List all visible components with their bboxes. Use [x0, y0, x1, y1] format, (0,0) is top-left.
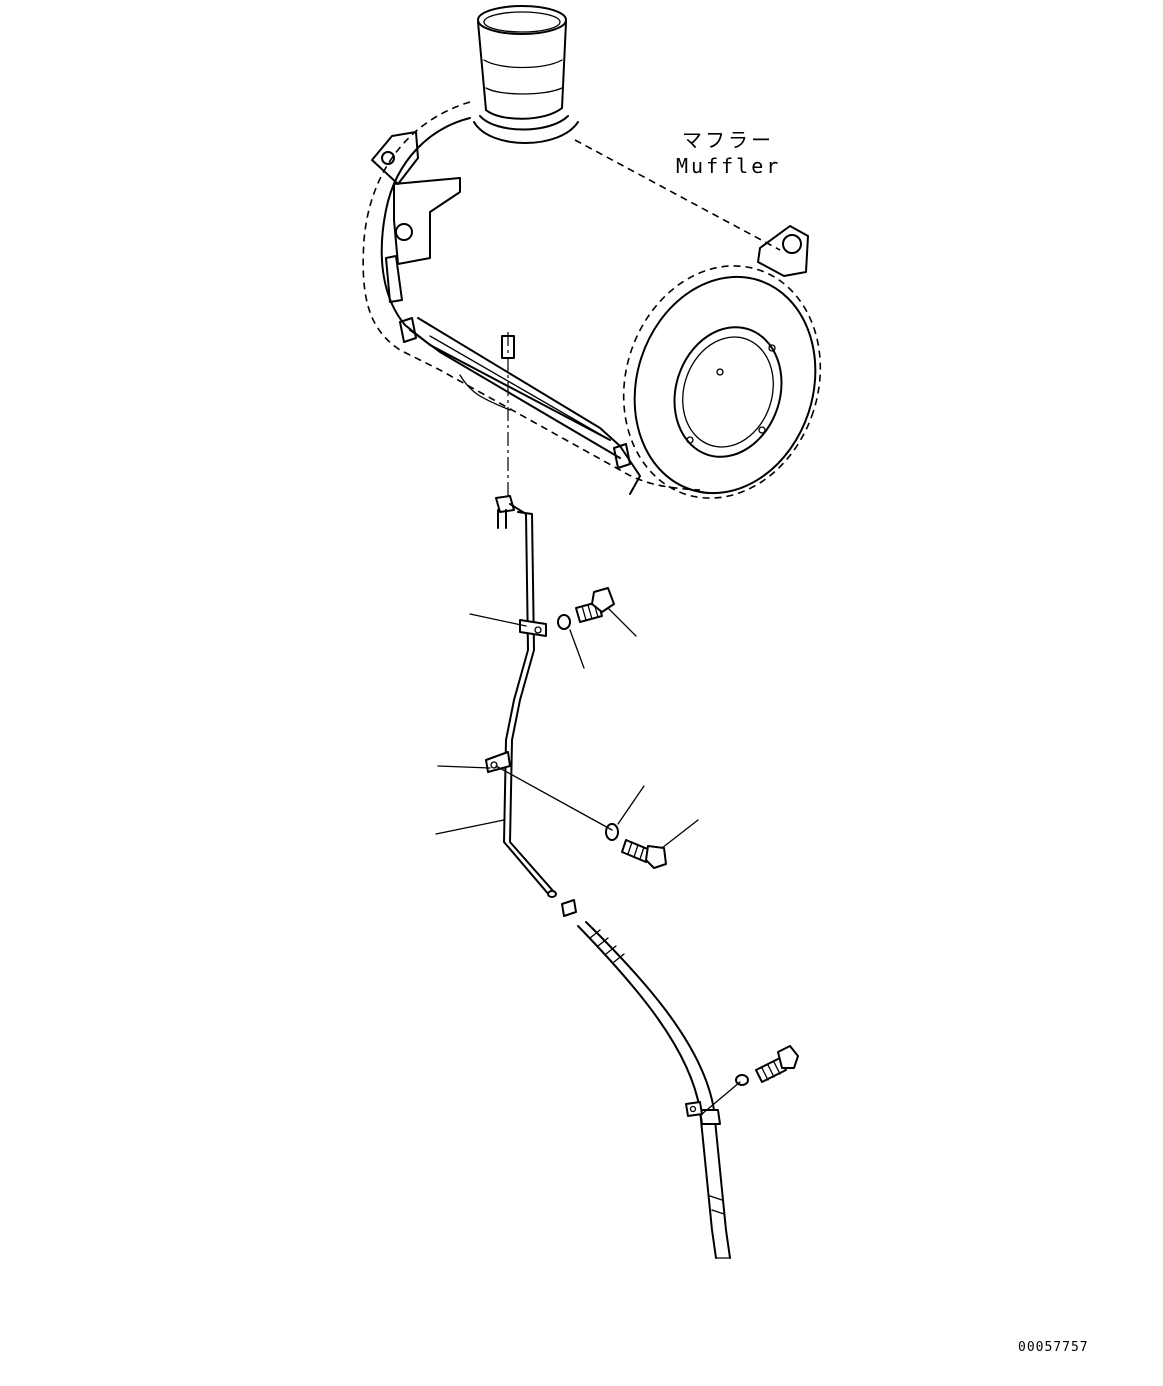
hose-washer [735, 1074, 749, 1086]
drawing-number: 00057757 [1018, 1340, 1089, 1355]
hose-bolt [755, 1045, 799, 1083]
drain-hose [561, 899, 741, 1259]
washer-lower [605, 785, 645, 841]
clamp-upper [469, 613, 547, 637]
bolt-lower [621, 819, 699, 869]
muffler-label-jp: マフラー [682, 128, 774, 152]
leader-drain-tube [435, 819, 505, 835]
muffler [362, 5, 822, 499]
muffler-label-en: Muffler [676, 154, 782, 178]
clamp-lower [437, 751, 613, 831]
drain-pipe [495, 495, 557, 898]
bolt-upper [575, 587, 637, 637]
washer-upper [557, 614, 585, 669]
drain-port [501, 335, 515, 359]
